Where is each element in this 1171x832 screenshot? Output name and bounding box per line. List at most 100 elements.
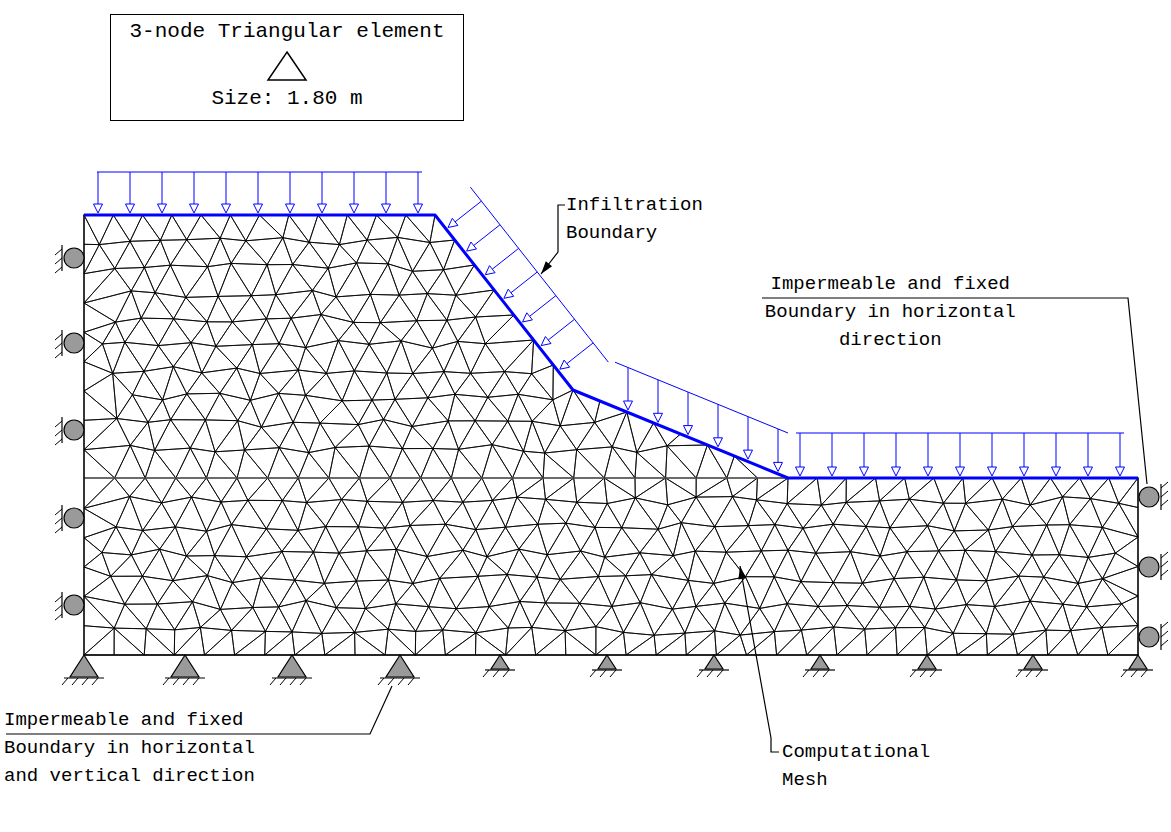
load-arrow-head — [414, 204, 423, 213]
load-arrow-head — [467, 242, 477, 251]
load-arrow-shaft — [896, 433, 897, 467]
load-arrow-shaft — [748, 417, 749, 451]
load-arrow-head — [504, 289, 514, 298]
load-arrow-shaft — [1088, 433, 1089, 467]
load-arrow-shaft — [1024, 433, 1025, 467]
infiltration-label: Infiltration Boundary — [566, 191, 709, 247]
support-hatch — [717, 670, 723, 677]
load-arrow-shaft — [832, 433, 833, 467]
load-arrow-shaft — [718, 404, 719, 438]
support-hatch — [1161, 631, 1168, 637]
load-arrow-shaft — [688, 392, 689, 426]
load-arrow-shaft — [530, 296, 556, 317]
support-hatch — [55, 439, 62, 445]
support-hatch — [1131, 670, 1137, 677]
load-arrow-shaft — [290, 172, 291, 204]
support-hatch — [280, 678, 286, 685]
load-arrow-shaft — [864, 433, 865, 467]
support-hatch — [1161, 500, 1168, 506]
support-layer — [55, 245, 1168, 685]
load-arrow-head — [190, 204, 199, 213]
load-arrow-head — [94, 204, 103, 213]
support-hatch — [590, 670, 596, 677]
roller-support — [64, 333, 84, 353]
support-hatch — [1121, 670, 1127, 677]
load-arrow-head — [774, 462, 783, 471]
support-hatch — [55, 430, 62, 436]
load-arrow-head — [254, 204, 263, 213]
load-arrow-shaft — [567, 343, 593, 364]
support-hatch — [1016, 670, 1022, 677]
support-hatch — [183, 678, 189, 685]
support-hatch — [503, 670, 509, 677]
support-hatch — [55, 267, 62, 273]
support-ground — [699, 669, 729, 670]
triangle-element-icon — [265, 49, 309, 83]
support-hatch — [55, 334, 62, 340]
load-arrow-head — [892, 467, 901, 476]
support-hatch — [55, 527, 62, 533]
load-arrow-shaft — [386, 172, 387, 204]
mesh-layer — [84, 215, 1138, 655]
roller-support — [1139, 627, 1159, 647]
load-arrow-head — [744, 450, 753, 459]
load-arrow-shaft — [354, 172, 355, 204]
support-hatch — [55, 249, 62, 255]
support-hatch — [697, 670, 703, 677]
load-arrow-head — [684, 426, 693, 435]
load-arrow-shaft — [778, 429, 779, 463]
load-arrow-shaft — [455, 201, 481, 222]
load-arrow-head — [158, 204, 167, 213]
load-arrow-shaft — [98, 172, 99, 204]
roller-support — [1139, 487, 1159, 507]
load-arrow-shaft — [992, 433, 993, 467]
leader-layer — [6, 205, 1147, 752]
roller-support — [64, 595, 84, 615]
pin-support — [491, 655, 509, 669]
load-arrow-shaft — [474, 225, 500, 246]
roller-support — [64, 420, 84, 440]
support-hatch — [1161, 491, 1168, 497]
load-arrow-head — [541, 337, 551, 346]
leader-line — [541, 205, 565, 274]
support-hatch — [55, 605, 62, 611]
support-hatch — [55, 258, 62, 264]
legend-heading: 3-node Triangular element — [129, 19, 444, 45]
load-arrow-head — [126, 204, 135, 213]
load-arrow-head — [448, 218, 458, 227]
load-arrow-shaft — [1120, 433, 1121, 467]
infiltration-layer — [84, 172, 1138, 478]
load-arrow-head — [485, 266, 495, 275]
support-ground — [485, 669, 515, 670]
load-arrow-head — [860, 467, 869, 476]
pin-support — [918, 655, 936, 669]
support-hatch — [55, 421, 62, 427]
pin-support — [171, 655, 199, 677]
pin-support — [1129, 655, 1147, 669]
load-arrow-head — [956, 467, 965, 476]
load-arrow-shaft — [1056, 433, 1057, 467]
support-hatch — [388, 678, 394, 685]
pin-support — [386, 655, 414, 677]
support-hatch — [1161, 640, 1168, 646]
load-arrow-shaft — [418, 172, 419, 204]
support-hatch — [1161, 570, 1168, 576]
triangle-shape — [268, 52, 306, 80]
support-hatch — [82, 678, 88, 685]
load-arrow-shaft — [928, 433, 929, 467]
load-arrow-shaft — [226, 172, 227, 204]
leader-arrowhead — [541, 261, 552, 274]
load-arrow-head — [988, 467, 997, 476]
load-arrow-head — [796, 467, 805, 476]
load-line — [97, 172, 422, 173]
support-hatch — [493, 670, 499, 677]
support-hatch — [290, 678, 296, 685]
load-arrow-shaft — [194, 172, 195, 204]
load-arrow-head — [1020, 467, 1029, 476]
load-arrow-shaft — [258, 172, 259, 204]
load-arrow-head — [318, 204, 327, 213]
support-hatch — [55, 614, 62, 620]
support-hatch — [173, 678, 179, 685]
support-hatch — [930, 670, 936, 677]
legend-size: Size: 1.80 m — [211, 86, 362, 112]
